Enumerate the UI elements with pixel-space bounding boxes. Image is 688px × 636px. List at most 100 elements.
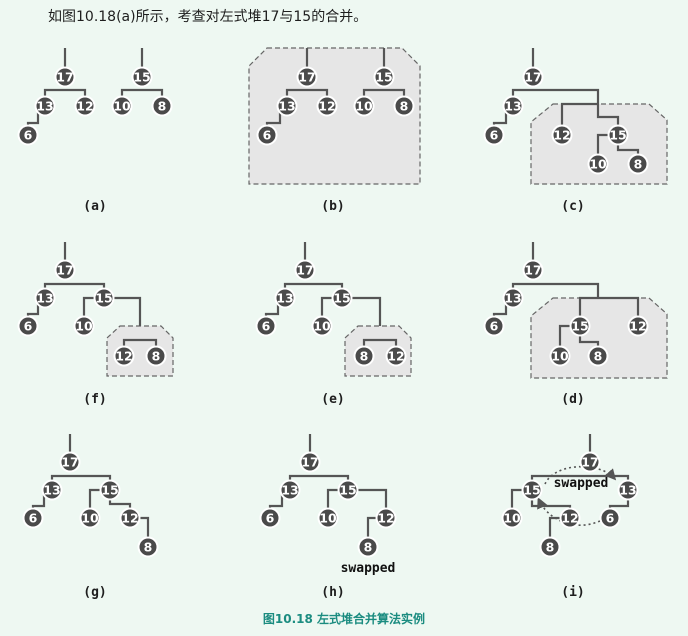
node-circle xyxy=(299,451,321,473)
node-value: 12 xyxy=(76,99,93,114)
node-value: 12 xyxy=(561,511,578,526)
heap-node: 15 xyxy=(521,479,543,501)
heap-node: 12 xyxy=(559,507,581,529)
node-value: 17 xyxy=(301,455,318,470)
node-value: 8 xyxy=(144,540,153,555)
node-circle xyxy=(137,536,159,558)
node-circle xyxy=(393,95,415,117)
node-value: 8 xyxy=(364,540,373,555)
node-circle xyxy=(579,451,601,473)
node-value: 8 xyxy=(158,99,167,114)
node-value: 17 xyxy=(524,263,541,278)
node-circle xyxy=(99,479,121,501)
node-value: 6 xyxy=(262,319,271,334)
node-circle xyxy=(599,507,621,529)
swapped-annotation-i: swapped xyxy=(554,476,609,491)
node-value: 8 xyxy=(634,157,643,172)
node-value: 10 xyxy=(355,99,373,114)
heap-node: 8 xyxy=(137,536,159,558)
node-value: 10 xyxy=(75,319,93,334)
node-value: 10 xyxy=(319,511,337,526)
node-value: 13 xyxy=(43,483,60,498)
node-value: 6 xyxy=(606,511,615,526)
node-circle xyxy=(522,259,544,281)
node-value: 15 xyxy=(333,291,350,306)
node-circle xyxy=(274,287,296,309)
panel-label-h: (h) xyxy=(321,585,344,600)
node-circle xyxy=(627,153,649,175)
node-value: 15 xyxy=(523,483,540,498)
heap-node: 17 xyxy=(522,259,544,281)
node-value: 17 xyxy=(61,455,78,470)
node-circle xyxy=(296,66,318,88)
heap-node: 12 xyxy=(113,345,135,367)
swap-arrow-bottom xyxy=(537,497,601,526)
node-value: 12 xyxy=(629,319,646,334)
heap-node: 8 xyxy=(627,153,649,175)
node-value: 8 xyxy=(546,540,555,555)
node-circle xyxy=(311,315,333,337)
node-circle xyxy=(279,479,301,501)
node-circle xyxy=(627,315,649,337)
swapped-annotation-h: swapped xyxy=(341,561,396,576)
heap-node: 12 xyxy=(119,507,141,529)
heap-node: 10 xyxy=(79,507,101,529)
node-circle xyxy=(34,287,56,309)
heap-node: 15 xyxy=(131,66,153,88)
heap-node: 17 xyxy=(299,451,321,473)
heap-node: 12 xyxy=(551,124,573,146)
node-circle xyxy=(617,479,639,501)
node-circle xyxy=(502,95,524,117)
heap-node: 10 xyxy=(311,315,333,337)
heap-node: 12 xyxy=(316,95,338,117)
node-circle xyxy=(522,66,544,88)
heap-node: 13 xyxy=(502,95,524,117)
node-value: 6 xyxy=(24,319,33,334)
heap-node: 13 xyxy=(41,479,63,501)
node-circle xyxy=(17,124,39,146)
node-circle xyxy=(353,95,375,117)
heap-node: 8 xyxy=(393,95,415,117)
node-circle xyxy=(294,259,316,281)
node-circle xyxy=(54,66,76,88)
heap-node: 17 xyxy=(59,451,81,473)
node-circle xyxy=(93,287,115,309)
node-circle xyxy=(259,507,281,529)
node-value: 8 xyxy=(360,349,369,364)
heap-node: 17 xyxy=(54,259,76,281)
node-value: 10 xyxy=(81,511,99,526)
node-value: 17 xyxy=(56,70,73,85)
node-value: 15 xyxy=(339,483,356,498)
node-circle xyxy=(587,153,609,175)
heap-node: 17 xyxy=(54,66,76,88)
node-value: 6 xyxy=(266,511,275,526)
node-circle xyxy=(483,315,505,337)
node-circle xyxy=(79,507,101,529)
node-value: 17 xyxy=(524,70,541,85)
node-circle xyxy=(483,124,505,146)
node-value: 8 xyxy=(400,99,409,114)
node-circle xyxy=(375,507,397,529)
panel-label-g: (g) xyxy=(83,585,106,600)
heap-node: 12 xyxy=(627,315,649,337)
heap-node: 10 xyxy=(317,507,339,529)
node-circle xyxy=(41,479,63,501)
node-value: 12 xyxy=(115,349,132,364)
heap-node: 13 xyxy=(274,287,296,309)
node-value: 15 xyxy=(571,319,588,334)
node-value: 15 xyxy=(133,70,150,85)
heap-node: 10 xyxy=(73,315,95,337)
node-value: 12 xyxy=(387,349,404,364)
node-circle xyxy=(559,507,581,529)
node-circle xyxy=(276,95,298,117)
intro-text: 如图10.18(a)所示，考查对左式堆17与15的合并。 xyxy=(48,9,368,25)
heap-node: 17 xyxy=(294,259,316,281)
heap-node: 13 xyxy=(34,95,56,117)
node-circle xyxy=(151,95,173,117)
node-circle xyxy=(74,95,96,117)
node-value: 17 xyxy=(56,263,73,278)
node-value: 12 xyxy=(553,128,570,143)
heap-node: 6 xyxy=(259,507,281,529)
heap-node: 6 xyxy=(483,124,505,146)
